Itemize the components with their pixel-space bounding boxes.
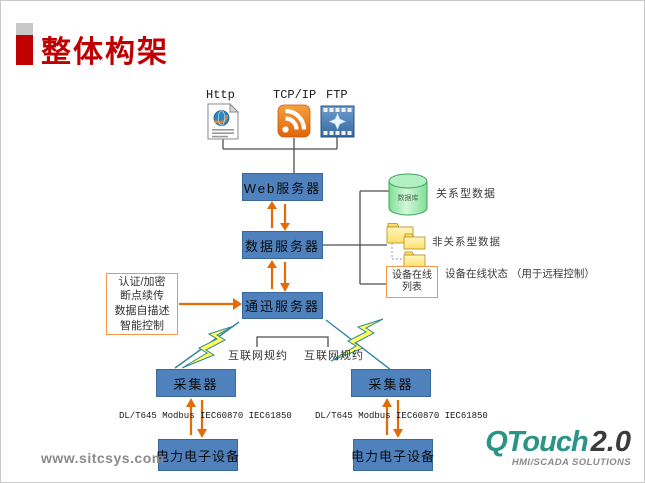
field-protocols-right: DL/T645 Modbus IEC60870 IEC61850: [315, 411, 488, 421]
website-url: www.sitcsys.com: [41, 450, 165, 466]
folders-icon: [386, 223, 426, 268]
tcpip-label: TCP/IP: [273, 88, 317, 102]
logo-tagline: HMI/SCADA SOLUTIONS: [511, 457, 631, 468]
internet-protocol-label-left: 互联网规约: [228, 350, 288, 362]
film-strip-icon: [320, 105, 355, 138]
security-features-box: 认证/加密 断点续传 数据自描述 智能控制: [106, 273, 178, 335]
internet-protocol-label-right: 互联网规约: [304, 350, 364, 362]
power-device-box-right: 电力电子设备: [351, 439, 434, 471]
logo-version: 2.0: [590, 426, 631, 458]
lightning-bolt-icon-right: [330, 318, 384, 362]
non-relational-data-label: 非关系型数据: [432, 236, 501, 248]
power-device-box-left: 电力电子设备: [156, 439, 239, 471]
device-online-list-box: 设备在线 列表: [386, 266, 438, 298]
collector-box-left: 采集器: [156, 369, 236, 397]
relational-data-label: 关系型数据: [436, 188, 496, 200]
field-protocols-left: DL/T645 Modbus IEC60870 IEC61850: [119, 411, 292, 421]
web-server-box: Web服务器: [242, 173, 323, 201]
http-label: Http: [206, 88, 235, 102]
flow-arrows: [179, 201, 403, 438]
device-online-status-note: 设备在线状态 （用于远程控制）: [445, 268, 595, 280]
title-accent-gray: [16, 23, 33, 35]
database-icon-label: 数据库: [398, 193, 419, 202]
html-document-icon: [207, 102, 240, 140]
page-title: 整体构架: [41, 36, 169, 69]
collector-box-right: 采集器: [351, 369, 431, 397]
data-server-box: 数据服务器: [242, 231, 323, 259]
connector-lines: [222, 137, 389, 347]
rss-feed-icon: [277, 104, 311, 138]
lightning-bolt-icon-left: [181, 325, 235, 369]
title-accent-red: [16, 35, 33, 65]
ftp-label: FTP: [326, 88, 348, 102]
logo-brand: QTouch: [485, 426, 588, 458]
comm-server-box: 通迅服务器: [242, 292, 323, 319]
lightning-bolt-icons: [181, 318, 384, 369]
database-icon: 数据库: [388, 173, 428, 216]
